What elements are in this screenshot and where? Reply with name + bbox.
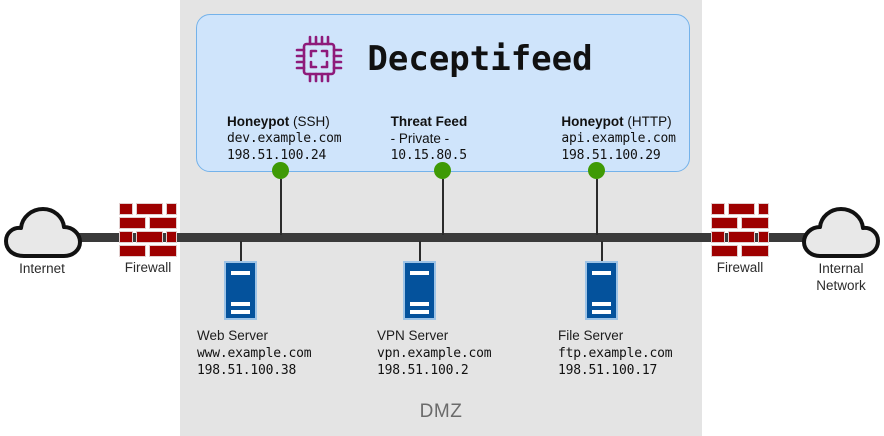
panel-header: Deceptifeed: [197, 33, 689, 85]
server-label-vpn: VPN Server vpn.example.com 198.51.100.2: [377, 327, 577, 379]
server-name: File Server: [558, 328, 624, 343]
server-hostname: www.example.com: [197, 346, 312, 361]
feed-node-dot-http: [588, 162, 605, 179]
feed-title: Honeypot (SSH): [227, 113, 355, 130]
cloud-label-internet: Internet: [19, 261, 65, 276]
dmz-label: DMZ: [419, 401, 463, 422]
feed-title-rest: (HTTP): [627, 114, 672, 129]
cloud-icon-internet: [4, 204, 82, 265]
brand-title: Deceptifeed: [367, 39, 593, 79]
feed-list: Honeypot (SSH) dev.example.com 198.51.10…: [197, 113, 689, 164]
server-address: 198.51.100.17: [558, 363, 658, 378]
feed-node-dot-ssh: [272, 162, 289, 179]
deceptifeed-panel: Deceptifeed Honeypot (SSH) dev.example.c…: [196, 14, 690, 172]
server-icon-web: [224, 261, 257, 320]
feed-drop-line-ssh: [279, 179, 282, 235]
server-drop-line-file: [600, 241, 603, 262]
firewall-label-right: Firewall: [716, 260, 764, 275]
cloud-label-internal-network: Internal Network: [781, 260, 884, 294]
feed-item-honeypot-ssh: Honeypot (SSH) dev.example.com 198.51.10…: [197, 113, 355, 164]
feed-title-bold: Honeypot: [561, 114, 624, 129]
server-label-file: File Server ftp.example.com 198.51.100.1…: [558, 327, 758, 379]
firewall-label-left: Firewall: [124, 260, 172, 275]
brick-wall-icon-left: [119, 203, 177, 258]
server-icon-file: [585, 261, 618, 320]
server-name: VPN Server: [377, 328, 449, 343]
cloud-label-line-1: Internal: [818, 261, 864, 276]
feed-title: Honeypot (HTTP): [561, 113, 689, 130]
cpu-chip-icon: [293, 33, 345, 85]
feed-title: Threat Feed: [391, 113, 519, 130]
server-drop-line-vpn: [418, 241, 421, 262]
server-address: 198.51.100.38: [197, 363, 297, 378]
feed-hostname: - Private -: [390, 131, 450, 146]
server-drop-line-web: [239, 241, 242, 262]
feed-item-honeypot-http: Honeypot (HTTP) api.example.com 198.51.1…: [518, 113, 689, 164]
server-address: 198.51.100.2: [377, 363, 469, 378]
server-label-web: Web Server www.example.com 198.51.100.38: [197, 327, 397, 379]
feed-title-bold: Threat Feed: [390, 114, 468, 129]
server-hostname: vpn.example.com: [377, 346, 492, 361]
feed-item-threat-feed: Threat Feed - Private - 10.15.80.5: [355, 113, 519, 164]
brick-wall-icon-right: [711, 203, 769, 258]
cloud-icon-internal-network: [802, 204, 880, 265]
cloud-label-line-2: Network: [816, 278, 866, 293]
feed-node-dot-threat: [434, 162, 451, 179]
feed-title-bold: Honeypot: [227, 114, 290, 129]
network-backbone: [74, 233, 826, 242]
server-hostname: ftp.example.com: [558, 346, 673, 361]
feed-title-rest: (SSH): [293, 114, 330, 129]
feed-hostname: api.example.com: [561, 131, 676, 146]
server-name: Web Server: [197, 328, 269, 343]
feed-address: 10.15.80.5: [390, 148, 467, 163]
feed-hostname: dev.example.com: [227, 131, 342, 146]
feed-drop-line-threat: [441, 179, 444, 235]
feed-address: 198.51.100.29: [561, 148, 661, 163]
feed-drop-line-http: [595, 179, 598, 235]
feed-address: 198.51.100.24: [227, 148, 327, 163]
server-icon-vpn: [403, 261, 436, 320]
